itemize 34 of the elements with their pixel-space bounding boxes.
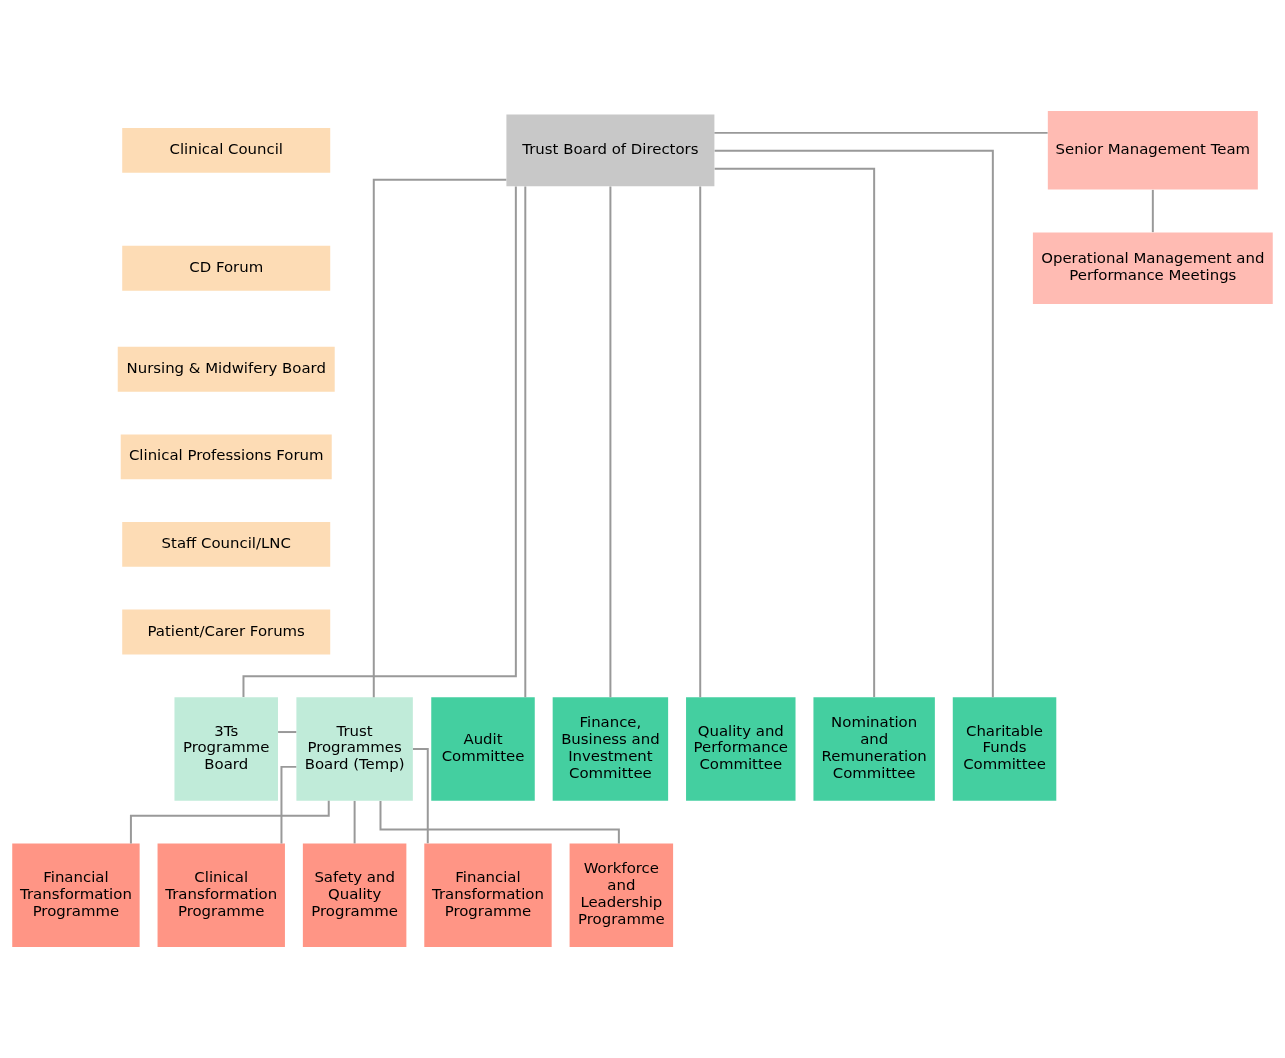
connector [1151, 188, 1154, 234]
node-box: Senior Management Team [1047, 111, 1258, 190]
node-box: Audit Committee [431, 697, 535, 801]
node-box: Finance, Business and Investment Committee [552, 697, 669, 801]
node-box: Workforce and Leadership Programme [569, 843, 674, 947]
connector [379, 799, 620, 845]
connector [524, 185, 527, 699]
node-box: CD Forum [122, 245, 331, 291]
node-box: Quality and Performance Committee [686, 697, 796, 801]
node-box: Clinical Transformation Programme [157, 843, 285, 947]
connector [713, 167, 876, 698]
connector [277, 731, 298, 734]
connector [353, 799, 356, 845]
node-box: Clinical Council [122, 127, 331, 173]
node-box: Financial Transformation Programme [12, 843, 140, 947]
connector [372, 178, 508, 699]
node-box: Nursing & Midwifery Board [117, 346, 335, 392]
node-box: Patient/Carer Forums [122, 609, 331, 655]
node-box: Safety and Quality Programme [302, 843, 407, 947]
connector [713, 149, 994, 699]
node-box: Trust Board of Directors [506, 114, 715, 187]
node-box: Clinical Professions Forum [120, 434, 332, 480]
node-box: Financial Transformation Programme [424, 843, 552, 947]
connector [242, 185, 517, 698]
connector [609, 185, 612, 699]
connector [699, 185, 702, 699]
node-box: Charitable Funds Committee [952, 697, 1057, 801]
node-box: Trust Programmes Board (Temp) [296, 697, 413, 801]
node-box: Staff Council/LNC [122, 522, 331, 567]
node-box: Nomination and Remuneration Committee [813, 697, 935, 801]
node-box: Operational Management and Performance Meetings [1032, 232, 1273, 305]
connector [713, 131, 1049, 134]
node-box: 3Ts Programme Board [174, 697, 278, 801]
connector [129, 799, 330, 845]
